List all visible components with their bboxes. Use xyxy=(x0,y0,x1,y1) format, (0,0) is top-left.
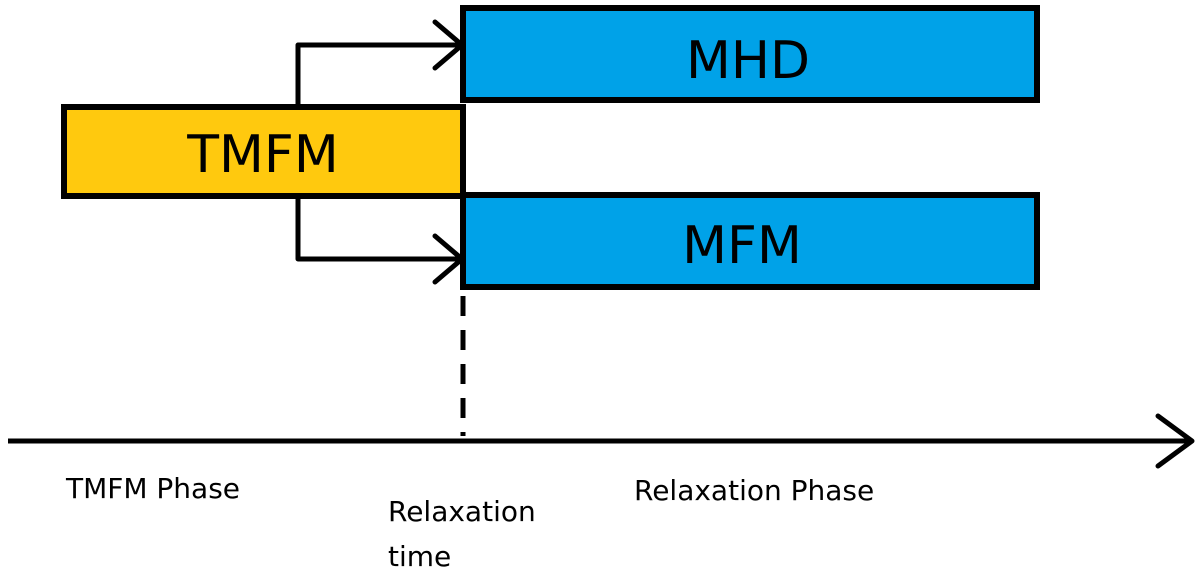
relaxation-time-label-line1: Relaxation xyxy=(388,495,536,528)
arrow-to-mfm-head xyxy=(432,233,465,285)
arrow-to-mhd-head xyxy=(432,19,465,71)
tmfm-box xyxy=(61,104,466,199)
mhd-label: MHD xyxy=(686,31,810,91)
arrow-to-mhd xyxy=(295,42,460,107)
tmfm-label: TMFM xyxy=(186,125,338,185)
time-axis-arrowhead xyxy=(1155,413,1195,469)
tmfm-phase-label: TMFM Phase xyxy=(65,472,240,505)
arrow-to-mfm xyxy=(295,196,460,262)
mfm-label: MFM xyxy=(682,216,802,276)
relaxation-phase-label: Relaxation Phase xyxy=(634,474,874,507)
relaxation-time-label-line2: time xyxy=(388,540,451,573)
mhd-box xyxy=(460,5,1040,103)
mfm-box xyxy=(460,192,1040,290)
